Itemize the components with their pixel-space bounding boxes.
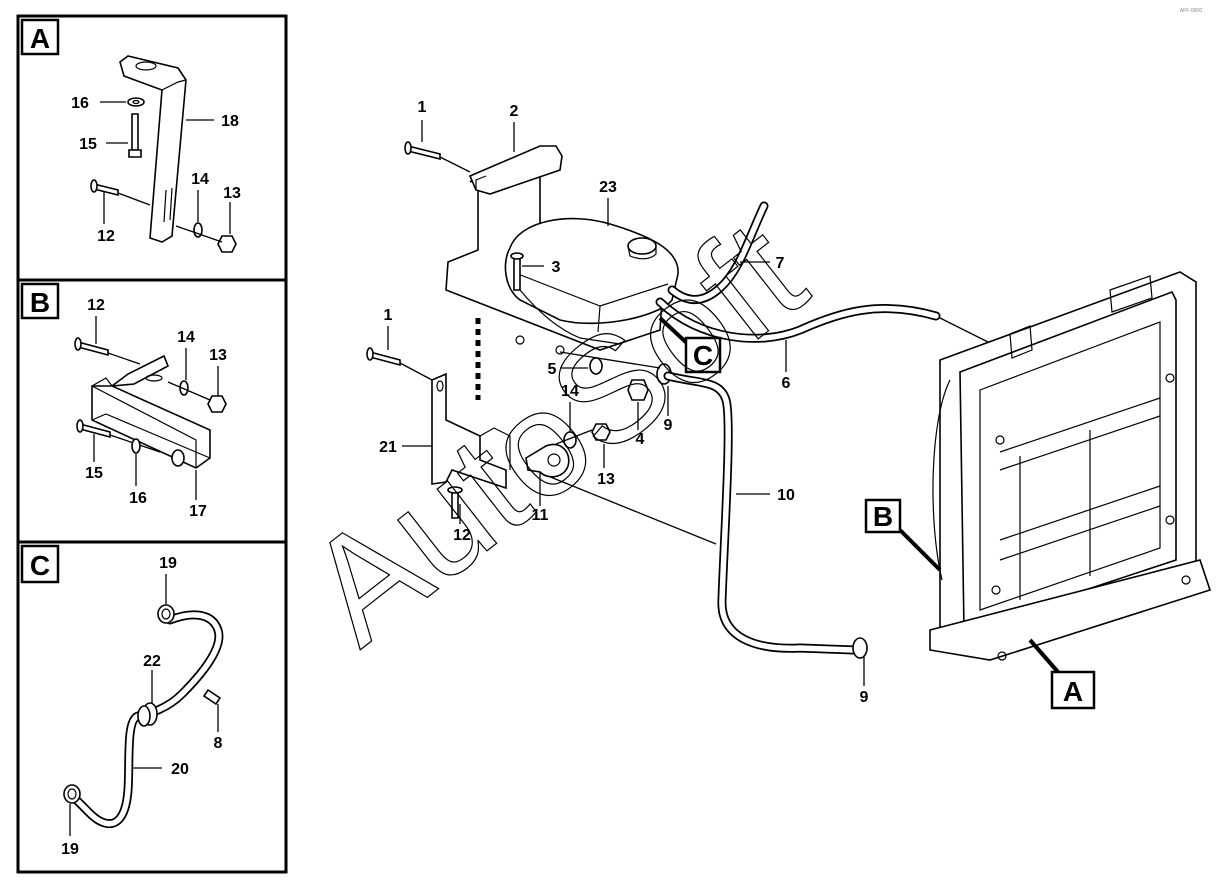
bolt-3 [513,257,521,291]
callout-c-22: 22 [143,653,161,670]
bracket-21 [431,372,507,490]
panel-b-tag [20,282,60,320]
clamp-19-bottom [63,784,81,804]
nut-4 [627,379,649,401]
callout-a-18: 18 [221,113,239,130]
callout-b-13: 13 [209,347,227,364]
callout-b-17: 17 [189,503,207,520]
connector-8 [202,688,222,706]
panel-a-letter: A [30,23,50,54]
handle-2 [468,145,563,195]
panel-a-tag [20,18,60,56]
callout-main-5: 5 [548,361,557,378]
panel-b-drawing: 12 14 13 15 16 17 [74,297,227,520]
clip-11 [525,443,570,478]
callout-a-16: 16 [71,95,89,112]
callout-b-15: 15 [85,465,103,482]
callout-c-8: 8 [214,735,223,752]
callout-a-13: 13 [223,185,241,202]
callout-c-20: 20 [171,761,189,778]
callout-a-14: 14 [191,171,209,188]
washer-16 [127,97,145,107]
panel-a-frame [16,14,288,282]
callout-main-4: 4 [636,431,645,448]
nut-13-a [217,235,237,253]
clamp-19-top [157,604,175,624]
panel-c-letter: C [30,550,50,581]
washer-14-b [179,380,189,396]
detail-ref-c: C [658,316,722,374]
radiator-base [929,559,1212,661]
callout-main-23: 23 [599,179,617,196]
callout-main-11: 11 [532,507,549,524]
clamp-9-bottom [852,637,868,659]
panel-c-tag [20,544,60,584]
radiator-assembly [929,271,1212,661]
bolt-15 [131,113,139,151]
callout-c-19-top: 19 [159,555,177,572]
bolt-1-lower [369,350,401,367]
callout-a-15: 15 [79,136,97,153]
callout-main-1-top: 1 [418,99,427,116]
callout-b-12: 12 [87,297,105,314]
callout-main-14: 14 [561,383,579,400]
detail-ref-b-letter: B [873,501,893,532]
detail-ref-a: A [1028,638,1096,710]
panel-b-letter: B [30,287,50,318]
main-view: 1 2 23 3 7 1 5 14 13 4 9 6 21 11 12 10 9… [366,99,1212,710]
detail-ref-b: B [864,498,942,572]
corner-mark: AFF-0000 [1180,8,1202,14]
callout-main-9-top: 9 [664,417,673,434]
nut-13-b [207,395,227,413]
callout-main-10: 10 [777,487,795,504]
panel-c-drawing: 19 22 8 20 19 [61,555,224,858]
callout-main-6: 6 [782,375,791,392]
bracket-18 [119,55,187,243]
callout-c-19-bottom: 19 [61,841,79,858]
detail-ref-c-letter: C [693,340,713,371]
callout-main-9-bottom: 9 [860,689,869,706]
callout-main-7: 7 [776,255,785,272]
callout-main-13: 13 [597,471,615,488]
callout-main-2: 2 [510,103,519,120]
detail-ref-a-letter: A [1063,676,1083,707]
bolt-1-top [407,144,441,161]
nut-13-main [591,423,611,441]
washer-16-b [131,438,141,454]
callout-main-3: 3 [552,259,561,276]
callout-b-16: 16 [129,490,147,507]
panel-a-drawing: 16 15 18 14 13 12 [71,55,241,253]
callout-main-12: 12 [453,527,471,544]
callout-a-12: 12 [97,228,115,245]
callout-b-14: 14 [177,329,195,346]
callout-main-1-lower: 1 [384,307,393,324]
callout-main-21: 21 [379,439,397,456]
